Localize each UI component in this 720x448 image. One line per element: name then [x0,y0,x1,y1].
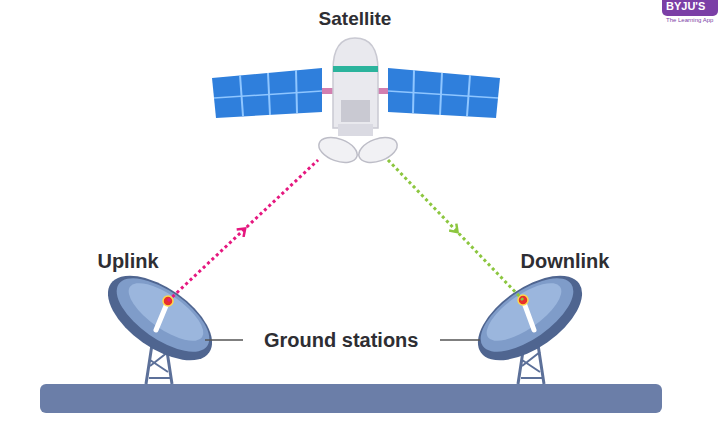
satellite-body [212,38,500,167]
ground-bar [40,384,662,413]
ground-station-node: Downlink [505,250,625,300]
logo-text: BYJU'S [666,0,705,12]
node-title: Satellite [300,8,410,30]
group-label: Ground stations [261,329,421,352]
ground-station-node: Uplink [78,250,178,301]
uplink-dish [94,259,227,384]
leader-line [205,339,243,341]
node-title: Uplink [78,250,178,273]
signal-link [168,160,318,301]
leader-line [440,339,480,341]
signal-link [388,160,523,300]
satellite-node: Satellite [300,8,410,160]
logo-tagline: The Learning App [666,17,713,23]
node-title: Downlink [505,250,625,273]
logo-badge [662,0,718,16]
downlink-dish [464,259,597,384]
